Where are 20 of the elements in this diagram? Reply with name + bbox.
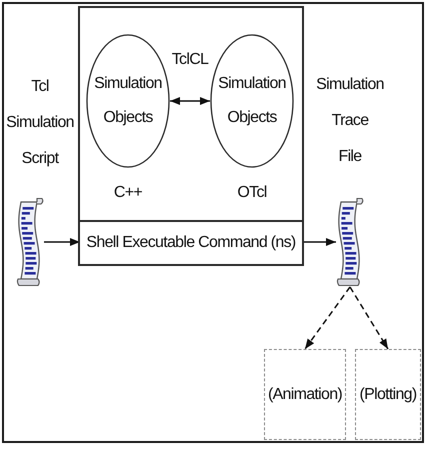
language-label: OTcl bbox=[237, 183, 267, 203]
file-caption: Tcl Simulation Script bbox=[5, 77, 75, 169]
tool-box bbox=[355, 349, 421, 440]
dashed-arrow bbox=[349, 286, 389, 350]
object-ellipse bbox=[86, 34, 170, 168]
dashed-arrow bbox=[304, 286, 351, 350]
arrow bbox=[44, 238, 80, 246]
language-label: C++ bbox=[114, 183, 142, 203]
arrow bbox=[302, 238, 336, 246]
object-ellipse bbox=[210, 34, 294, 168]
node-label: (Animation) bbox=[268, 384, 342, 404]
tool-box bbox=[264, 349, 346, 440]
node-label: Simulation Objects bbox=[217, 74, 287, 128]
node-label: Shell Executable Command (ns) bbox=[86, 233, 296, 253]
scroll-icon bbox=[16, 197, 44, 287]
node-label: Simulation Objects bbox=[93, 74, 163, 128]
node-label: (Plotting) bbox=[359, 384, 417, 404]
file-caption: Simulation Trace File bbox=[315, 75, 385, 167]
double-arrow bbox=[170, 97, 210, 105]
scroll-icon bbox=[336, 197, 364, 287]
